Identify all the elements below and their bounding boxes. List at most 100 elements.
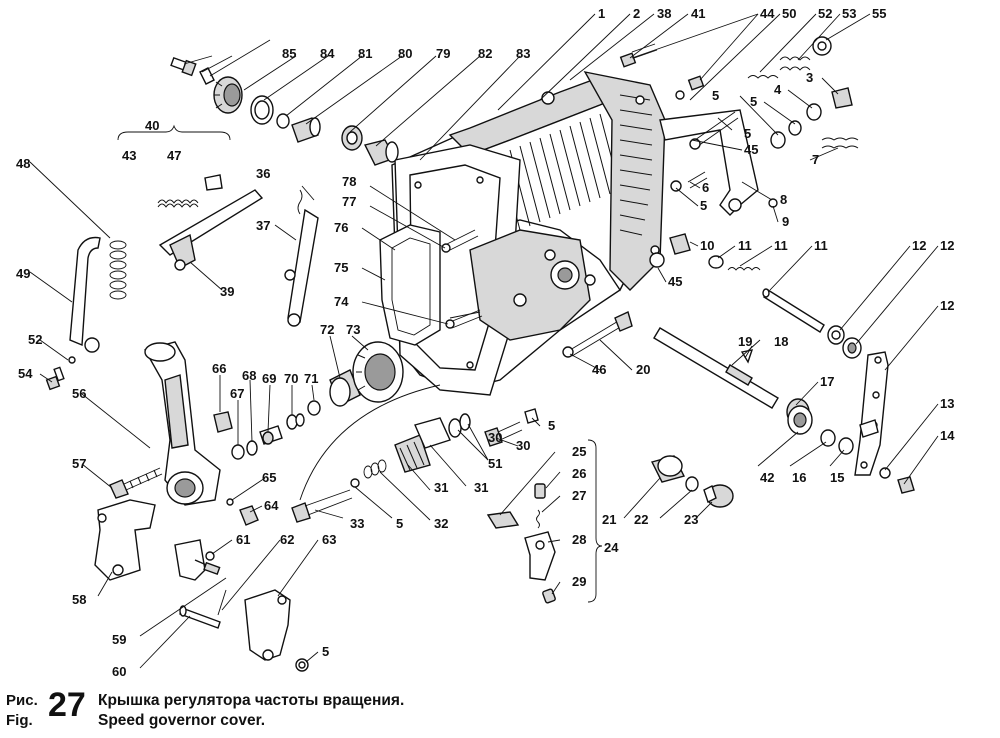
bracket-53 [244,589,309,672]
bolts-71-75 [441,229,483,329]
caption-prefix-ru: Рис. [6,692,38,709]
callout-57: 57 [72,456,86,471]
callout-24: 12 [940,238,954,253]
callout-36: 22 [634,512,648,527]
callout-70: 73 [346,322,360,337]
small-parts-64-68 [213,400,321,460]
callout-61: 48 [16,156,30,171]
callout-68: 71 [304,371,318,386]
callout-22: 11 [814,238,828,253]
callout-43: 29 [572,574,586,589]
callout-34: 20 [636,362,650,377]
callout-14: 5 [744,126,751,141]
pin-54 [179,605,221,629]
callout-47: 31 [434,480,448,495]
callout-25: 12 [940,298,954,313]
callout-18: 9 [782,214,789,229]
callout-32: 18 [774,334,788,349]
governor-lever-58 [143,341,221,506]
callout-82: 84 [320,46,335,61]
callout-15: 6 [702,180,709,195]
callout-29: 16 [792,470,806,485]
parts-35-37 [650,455,734,508]
bolt-59 [45,356,76,391]
bolts-44-49 [291,408,539,523]
callout-4: 41 [691,6,705,21]
callout-9: 55 [872,6,886,21]
callout-27: 14 [940,428,955,443]
callout-16: 7 [812,152,819,167]
parts-23-24 [827,325,862,359]
gasket [379,224,441,346]
parts-28-31 [786,398,854,455]
callout-54: 60 [112,664,126,679]
callout-63: 37 [256,218,270,233]
exploded-parts-diagram: 1 2 38 41 44 50 52 53 55 3 4 5 5 5 45 7 … [16,6,955,679]
callout-11a: 4 [774,82,782,97]
callout-33: 19 [738,334,752,349]
bolt-57 [109,467,163,499]
callout-30b: 82 [478,46,492,61]
callout-31b: 83 [516,46,530,61]
callout-58: 56 [72,386,86,401]
callout-51: 61 [236,532,250,547]
callout-53: 63 [322,532,336,547]
callout-73: 76 [334,220,348,235]
callout-42: 28 [572,532,586,547]
callout-64: 67 [230,386,244,401]
callout-labels: 1 2 38 41 44 50 52 53 55 3 4 5 5 5 45 7 … [16,6,955,679]
figure-caption: Рис. Fig. 27 Крышка регулятора частоты в… [6,686,706,734]
callout-26: 13 [940,396,954,411]
callout-71: 74 [334,294,349,309]
leader-lines [29,13,939,669]
caption-title-ru: Крышка регулятора частоты вращения. [98,692,405,709]
callout-23: 12 [912,238,926,253]
callout-12a: 5 [750,94,757,109]
small-parts-50-51 [205,498,259,561]
fork-55 [174,539,221,581]
callout-74: 77 [342,194,356,209]
callout-69: 72 [320,322,334,337]
callout-30a: 42 [760,470,774,485]
lever-62 [158,189,264,271]
callout-19: 10 [700,238,714,253]
callout-49: 33 [350,516,364,531]
callout-56: 58 [72,592,86,607]
callout-13: 5 [712,88,719,103]
callout-8: 53 [842,6,856,21]
callout-44: 30 [516,438,530,453]
callout-45a: 30 [488,430,502,445]
callout-37: 23 [684,512,698,527]
callout-55: 59 [112,632,126,647]
nut-70 [329,341,404,407]
callout-40: 26 [572,466,586,481]
callout-50: 64 [264,498,279,513]
callout-48: 32 [434,516,448,531]
callout-3: 38 [657,6,671,21]
callout-80: 43 [122,148,136,163]
callout-62: 39 [220,284,234,299]
callout-59: 54 [18,366,33,381]
upper-right-parts [541,36,859,216]
callout-11c: 5 [548,418,555,433]
callout-10: 3 [806,70,813,85]
callout-20: 11 [738,238,752,253]
lever-25 [854,351,915,494]
callout-66: 69 [262,371,276,386]
spring-80 [117,124,231,208]
shaft-33 [653,327,779,409]
callout-17: 8 [780,192,787,207]
callout-77: 80 [398,46,412,61]
callout-79: 40 [145,118,159,133]
callout-11d: 66 [212,361,226,376]
bracket-38 [587,439,603,603]
callout-5a: 44 [760,6,775,21]
callout-52b: 62 [280,532,294,547]
caption-figure-number: 27 [48,686,86,724]
callout-5f: 65 [262,470,276,485]
callout-12b: 5 [396,516,403,531]
callout-7: 52 [818,6,832,21]
callout-39: 25 [572,444,586,459]
lever-63 [284,189,319,327]
callout-35: 21 [602,512,616,527]
